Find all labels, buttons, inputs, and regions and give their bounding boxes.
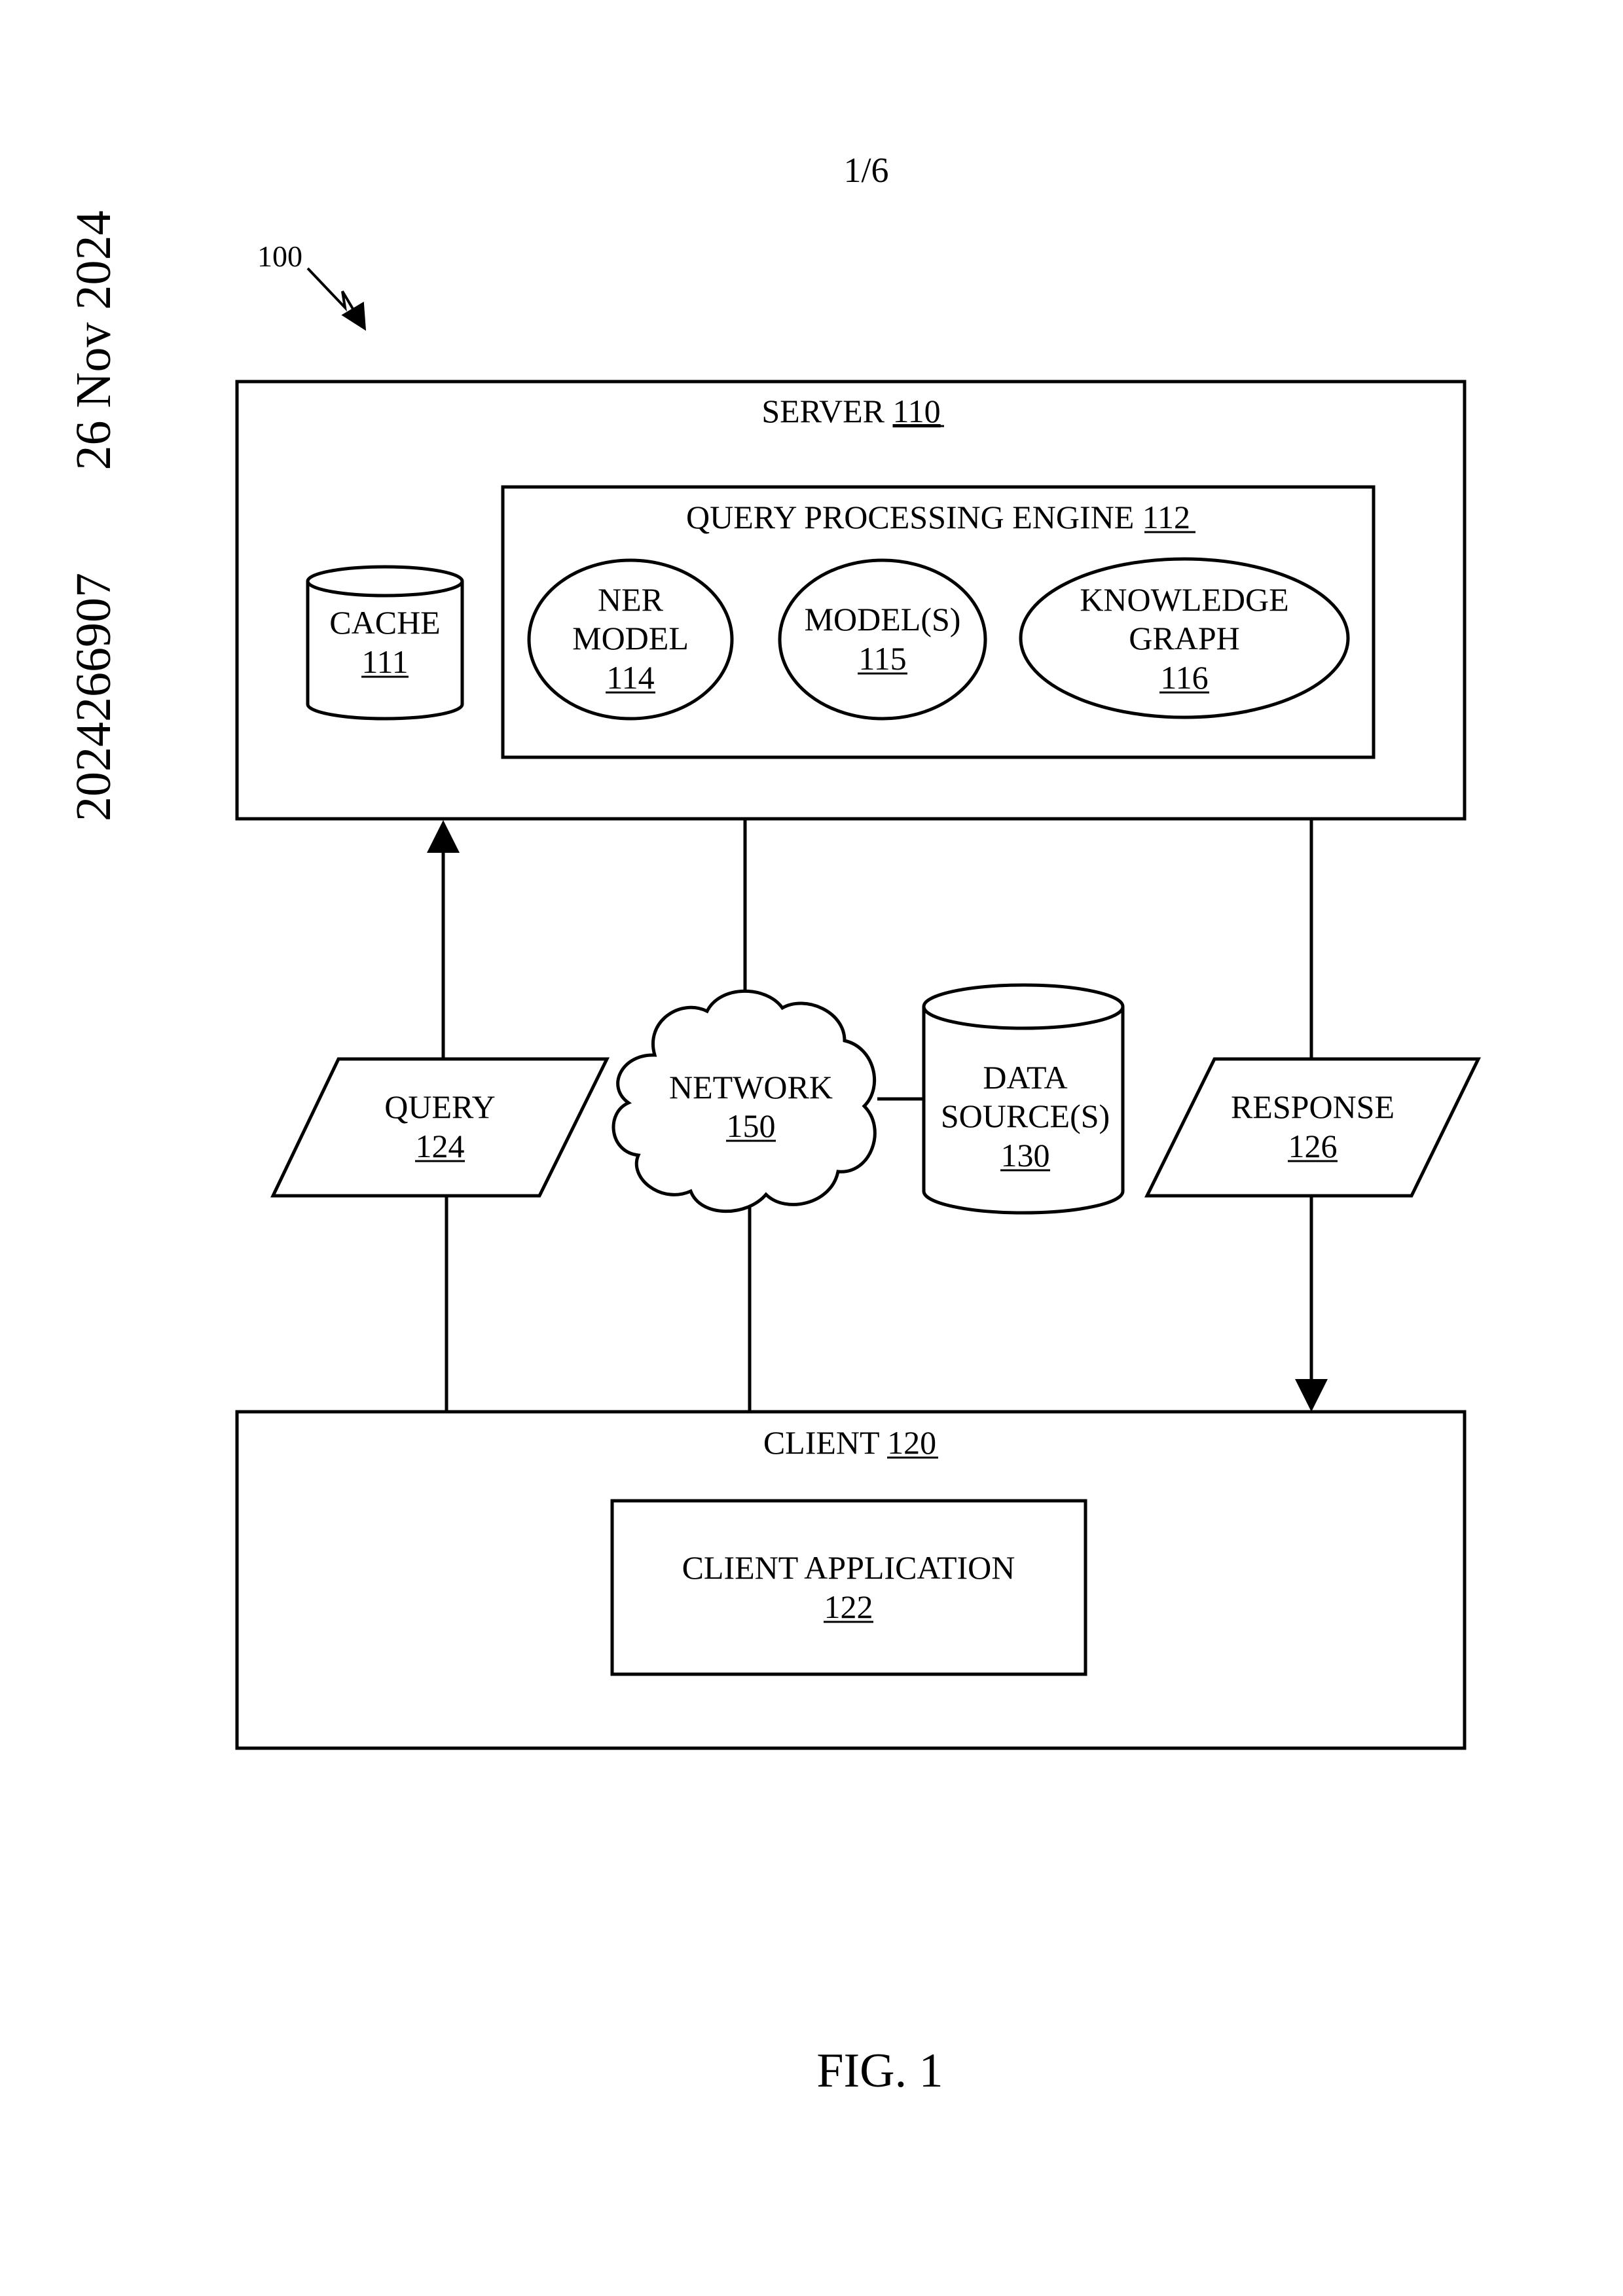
server-ref: 110 <box>893 393 941 429</box>
knowledge-graph-line1: KNOWLEDGE <box>1080 581 1288 618</box>
query-ref: 124 <box>416 1128 465 1164</box>
data-sources-line2: SOURCE(S) <box>941 1098 1110 1134</box>
cache-cylinder <box>308 567 462 719</box>
client-application-box <box>612 1501 1085 1674</box>
network-label: NETWORK <box>669 1069 833 1105</box>
client-application-label: CLIENT APPLICATION <box>682 1549 1015 1586</box>
models-ellipse <box>780 560 985 719</box>
doc-date: 26 Nov 2024 <box>66 211 121 471</box>
response-label: RESPONSE <box>1231 1088 1395 1125</box>
query-engine-ref: 112 <box>1142 499 1190 535</box>
knowledge-graph-ref: 116 <box>1160 659 1208 696</box>
ner-model-line1: NER <box>598 581 664 618</box>
client-ref: 120 <box>887 1424 936 1461</box>
figure-caption: FIG. 1 <box>816 2044 943 2098</box>
client-application-ref: 122 <box>824 1588 873 1625</box>
ner-model-ref: 114 <box>606 659 654 696</box>
client-title: CLIENT 120 <box>763 1424 936 1461</box>
data-sources-line1: DATA <box>983 1059 1067 1096</box>
response-ref: 126 <box>1288 1128 1338 1164</box>
query-label: QUERY <box>384 1088 495 1125</box>
cache-ref: 111 <box>361 643 408 680</box>
figure-reference-arrow <box>308 268 365 329</box>
figure-reference: 100 <box>257 240 302 273</box>
models-ref: 115 <box>858 640 906 677</box>
sheet-number: 1/6 <box>843 151 888 190</box>
doc-number: 2024266907 <box>66 573 121 821</box>
ner-model-line2: MODEL <box>572 620 689 656</box>
query-engine-title: QUERY PROCESSING ENGINE 112 <box>686 499 1190 535</box>
server-title: SERVER 110 <box>761 393 940 429</box>
data-sources-ref: 130 <box>1001 1137 1050 1174</box>
knowledge-graph-line2: GRAPH <box>1129 620 1239 656</box>
models-label: MODEL(S) <box>805 601 961 637</box>
cache-label: CACHE <box>329 604 440 641</box>
network-ref: 150 <box>727 1107 776 1144</box>
